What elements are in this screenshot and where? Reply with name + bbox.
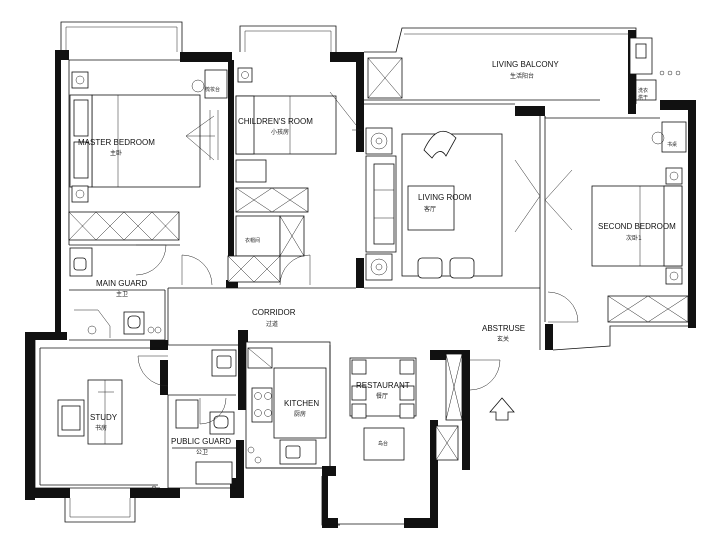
note-wardrobe: 衣帽间 [245, 237, 260, 244]
label-living-balcony: LIVING BALCONY [492, 60, 559, 69]
label-living-balcony-zh: 生活阳台 [510, 72, 534, 80]
label-second-bedroom: SECOND BEDROOM [598, 222, 676, 231]
note-island: 岛台 [378, 440, 388, 447]
label-childrens-room-zh: 小孩房 [271, 128, 289, 136]
label-restaurant-zh: 餐厅 [376, 392, 388, 400]
room-labels: LIVING BALCONY 生活阳台 MASTER BEDROOM 主卧 CH… [78, 60, 676, 456]
label-living-room: LIVING ROOM [418, 193, 472, 202]
label-kitchen: KITCHEN [284, 399, 319, 408]
label-kitchen-zh: 厨房 [294, 410, 306, 418]
label-childrens-room: CHILDREN'S ROOM [238, 117, 313, 126]
label-abstruse-zh: 玄关 [497, 335, 509, 343]
label-corridor-zh: 过道 [266, 320, 278, 328]
label-study-zh: 书房 [95, 424, 107, 432]
label-second-bedroom-zh: 次卧1 [626, 234, 642, 242]
furniture [57, 37, 689, 491]
label-study: STUDY [90, 413, 118, 422]
label-main-guard: MAIN GUARD [96, 279, 147, 288]
label-restaurant: RESTAURANT [356, 381, 410, 390]
label-corridor: CORRIDOR [252, 308, 296, 317]
label-main-guard-zh: 主卫 [116, 290, 128, 298]
fixture-notes: 梳妆台 衣帽间 书桌 洗衣 烘干 岛台 [205, 86, 677, 447]
label-master-bedroom: MASTER BEDROOM [78, 138, 155, 147]
label-public-guard: PUBLIC GUARD [171, 437, 231, 446]
note-laundry-2: 烘干 [638, 94, 648, 101]
note-desk: 书桌 [667, 141, 677, 148]
label-master-bedroom-zh: 主卧 [110, 149, 122, 157]
note-laundry-1: 洗衣 [638, 87, 648, 94]
label-abstruse: ABSTRUSE [482, 324, 525, 333]
label-public-guard-zh: 公卫 [196, 449, 208, 456]
note-dressing-table: 梳妆台 [205, 86, 220, 93]
doors [135, 91, 579, 425]
label-living-room-zh: 客厅 [424, 205, 436, 213]
